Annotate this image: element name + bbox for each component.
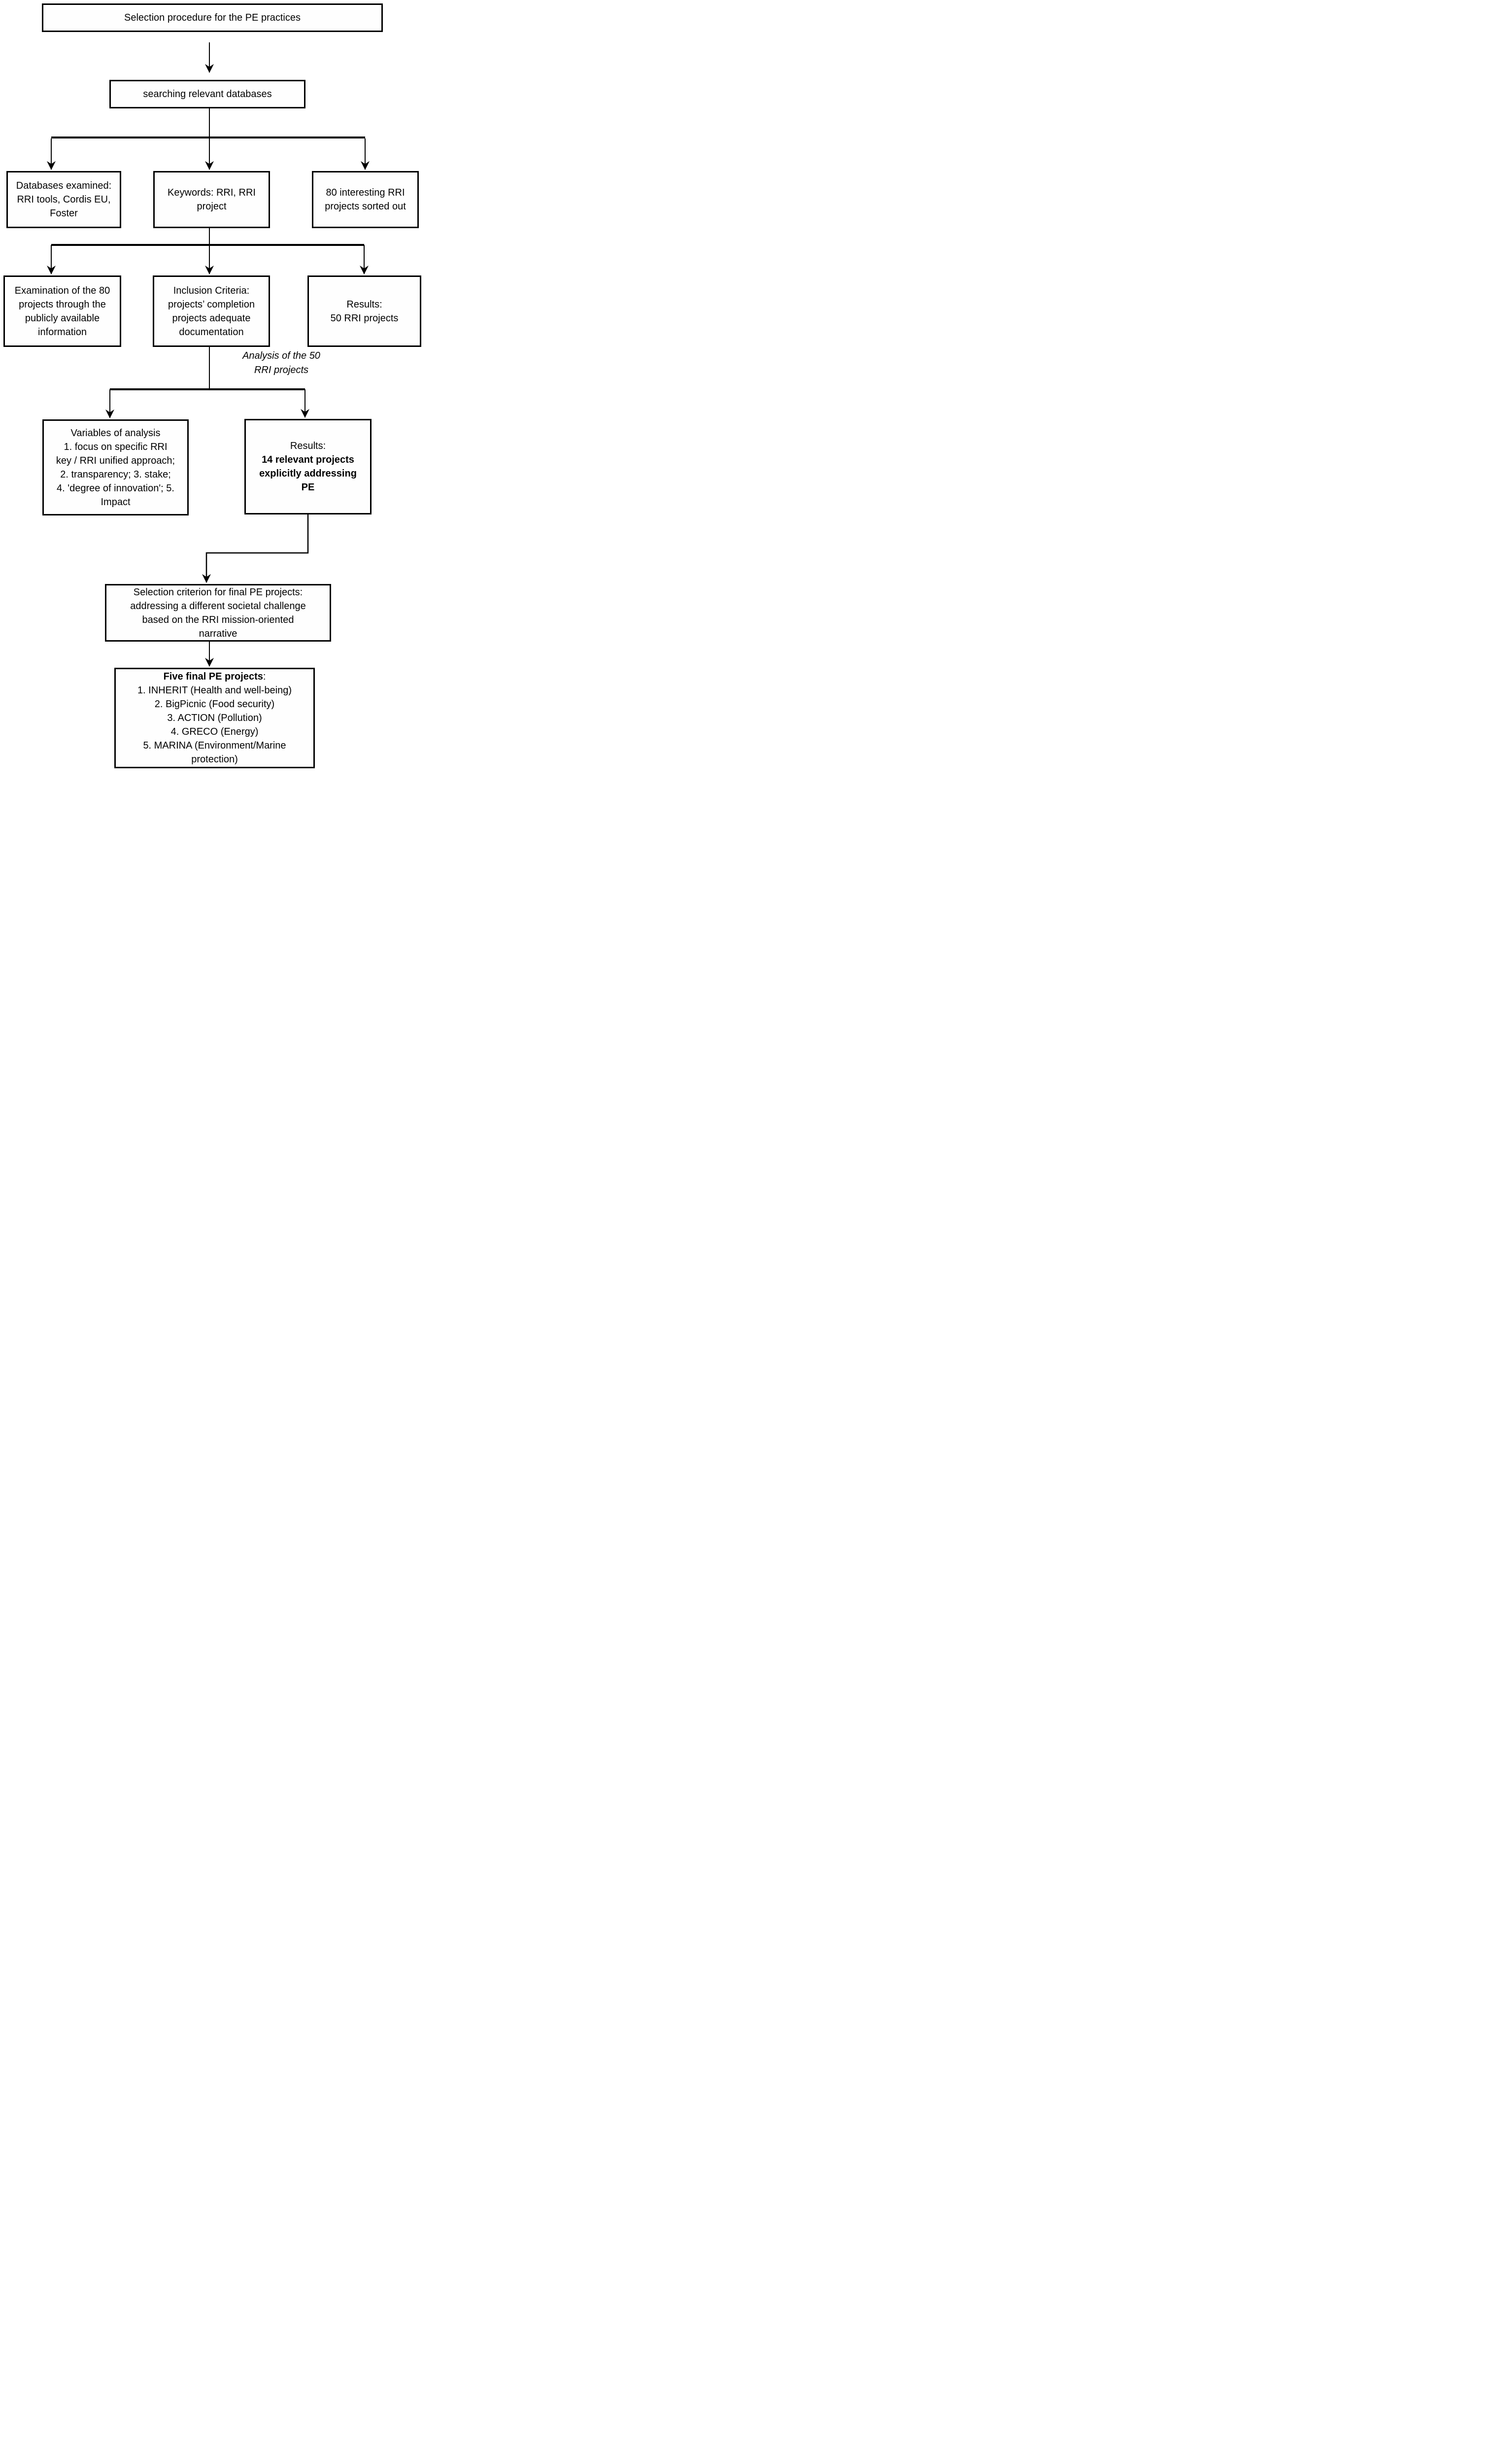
- list-item: 1. INHERIT (Health and well-being): [137, 685, 292, 696]
- text-line: 1. focus on specific RRI: [64, 441, 168, 452]
- databases-examined-box: Databases examined: RRI tools, Cordis EU…: [6, 171, 121, 228]
- analysis-note: Analysis of the 50 RRI projects: [203, 349, 360, 377]
- text-line: Inclusion Criteria:: [173, 285, 250, 296]
- text-line: addressing a different societal challeng…: [130, 600, 306, 612]
- text-line: searching relevant databases: [143, 89, 272, 100]
- text-line: Five final PE projects: [163, 671, 263, 682]
- text-line: project: [197, 201, 227, 212]
- list-item: 2. BigPicnic (Food security): [154, 699, 275, 710]
- list-item: 3. ACTION (Pollution): [167, 713, 262, 723]
- inclusion-criteria-box: Inclusion Criteria: projects’ completion…: [153, 275, 270, 347]
- text-line: projects through the: [19, 299, 106, 310]
- text-line: RRI projects: [254, 365, 309, 376]
- variables-of-analysis-box: Variables of analysis 1. focus on specif…: [42, 419, 189, 515]
- text-line: publicly available: [25, 312, 100, 324]
- text-line: Variables of analysis: [70, 427, 161, 439]
- text-line: based on the RRI mission-oriented: [142, 614, 294, 625]
- text-line: information: [38, 326, 87, 338]
- text-line: documentation: [179, 326, 244, 338]
- results-50-box: Results: 50 RRI projects: [307, 275, 421, 347]
- title-box: Selection procedure for the PE practices: [42, 3, 383, 32]
- examination-box: Examination of the 80 projects through t…: [3, 275, 121, 347]
- text-line: narrative: [199, 628, 237, 639]
- text-line: 14 relevant projects: [262, 454, 354, 465]
- text-line: Impact: [101, 496, 131, 508]
- text-line: projects sorted out: [325, 201, 406, 212]
- text-line: 80 interesting RRI: [326, 187, 405, 198]
- sorted-out-box: 80 interesting RRI projects sorted out: [312, 171, 419, 228]
- selection-criterion-box: Selection criterion for final PE project…: [105, 584, 331, 642]
- text-line: Selection criterion for final PE project…: [133, 586, 303, 598]
- text-line: Results:: [290, 441, 326, 451]
- final-box-heading: Five final PE projects:: [164, 670, 266, 684]
- text-line: Databases examined:: [16, 180, 112, 191]
- text-line: Foster: [50, 208, 78, 219]
- text-line: explicitly addressing: [259, 468, 357, 479]
- text-line: :: [263, 671, 266, 682]
- text-line: RRI tools, Cordis EU,: [17, 194, 111, 205]
- text-line: Analysis of the 50: [242, 350, 320, 361]
- flowchart-canvas: Selection procedure for the PE practices…: [0, 0, 426, 770]
- text-line: key / RRI unified approach;: [56, 455, 175, 466]
- text-line: 4. 'degree of innovation'; 5.: [57, 482, 174, 494]
- text-line: projects adequate: [172, 312, 251, 324]
- text-line: PE: [301, 482, 315, 493]
- results-14-box: Results: 14 relevant projects explicitly…: [244, 419, 372, 514]
- text-line: 2. transparency; 3. stake;: [60, 469, 171, 480]
- searching-box: searching relevant databases: [109, 80, 305, 108]
- text-line: Examination of the 80: [14, 285, 110, 296]
- keywords-box: Keywords: RRI, RRI project: [153, 171, 270, 228]
- text-line: Keywords: RRI, RRI: [168, 187, 256, 198]
- final-projects-box: Five final PE projects: 1. INHERIT (Heal…: [114, 668, 315, 768]
- text-line: Results:: [346, 299, 382, 310]
- text-line: projects’ completion: [168, 299, 255, 310]
- arrow-results14-to-criterion: [202, 514, 309, 583]
- list-item: 5. MARINA (Environment/Marine protection…: [143, 740, 286, 765]
- text-line: 50 RRI projects: [330, 312, 399, 324]
- flow-connectors: [47, 42, 370, 667]
- text-line: Selection procedure for the PE practices: [124, 12, 301, 23]
- list-item: 4. GRECO (Energy): [170, 726, 259, 737]
